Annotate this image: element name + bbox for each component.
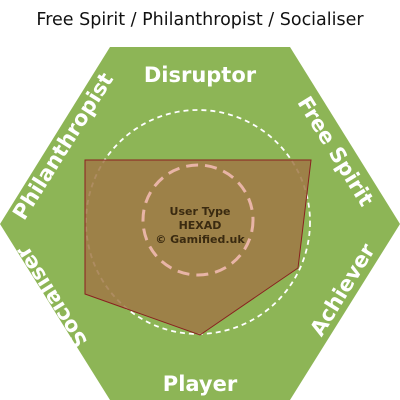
inner-dashed-circle: [141, 163, 255, 277]
label-player: Player: [163, 372, 238, 396]
center-label-hexad: HEXAD: [179, 219, 222, 232]
user-profile-polygon: [84, 159, 312, 336]
center-label-user-type: User Type: [170, 205, 231, 218]
center-label-copyright: © Gamified.uk: [155, 233, 245, 246]
label-disruptor: Disruptor: [144, 63, 257, 87]
page-title: Free Spirit / Philanthropist / Socialise…: [36, 10, 364, 30]
